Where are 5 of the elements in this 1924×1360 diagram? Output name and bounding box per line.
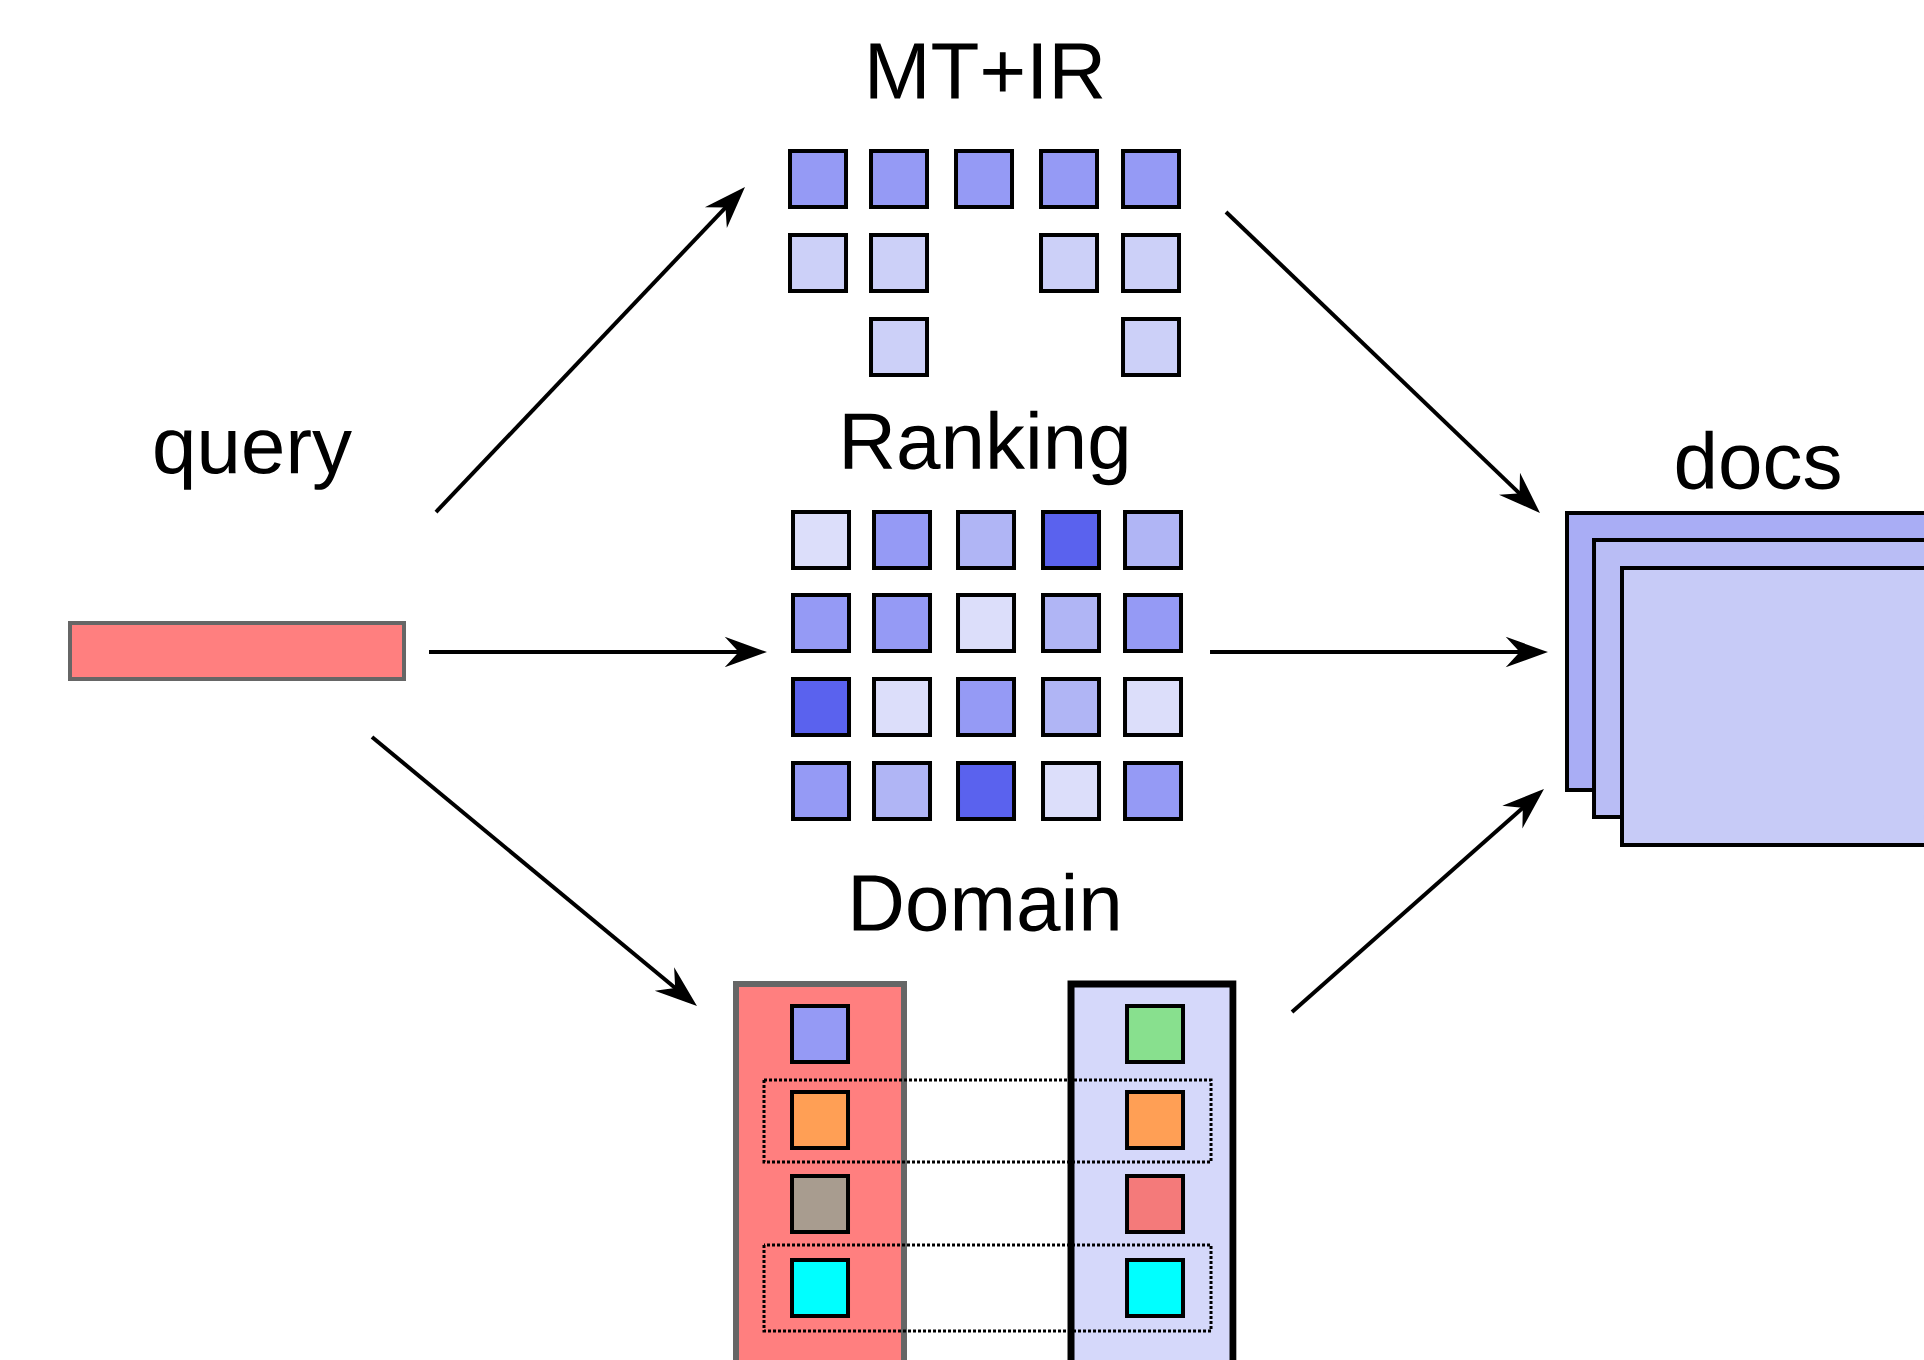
heading: query — [155, 430, 352, 490]
heading: Ranking — [844, 410, 1127, 486]
heading: Domain — [853, 872, 1118, 932]
heading: MT+IR — [870, 43, 1103, 99]
heading: docs — [1676, 430, 1840, 490]
